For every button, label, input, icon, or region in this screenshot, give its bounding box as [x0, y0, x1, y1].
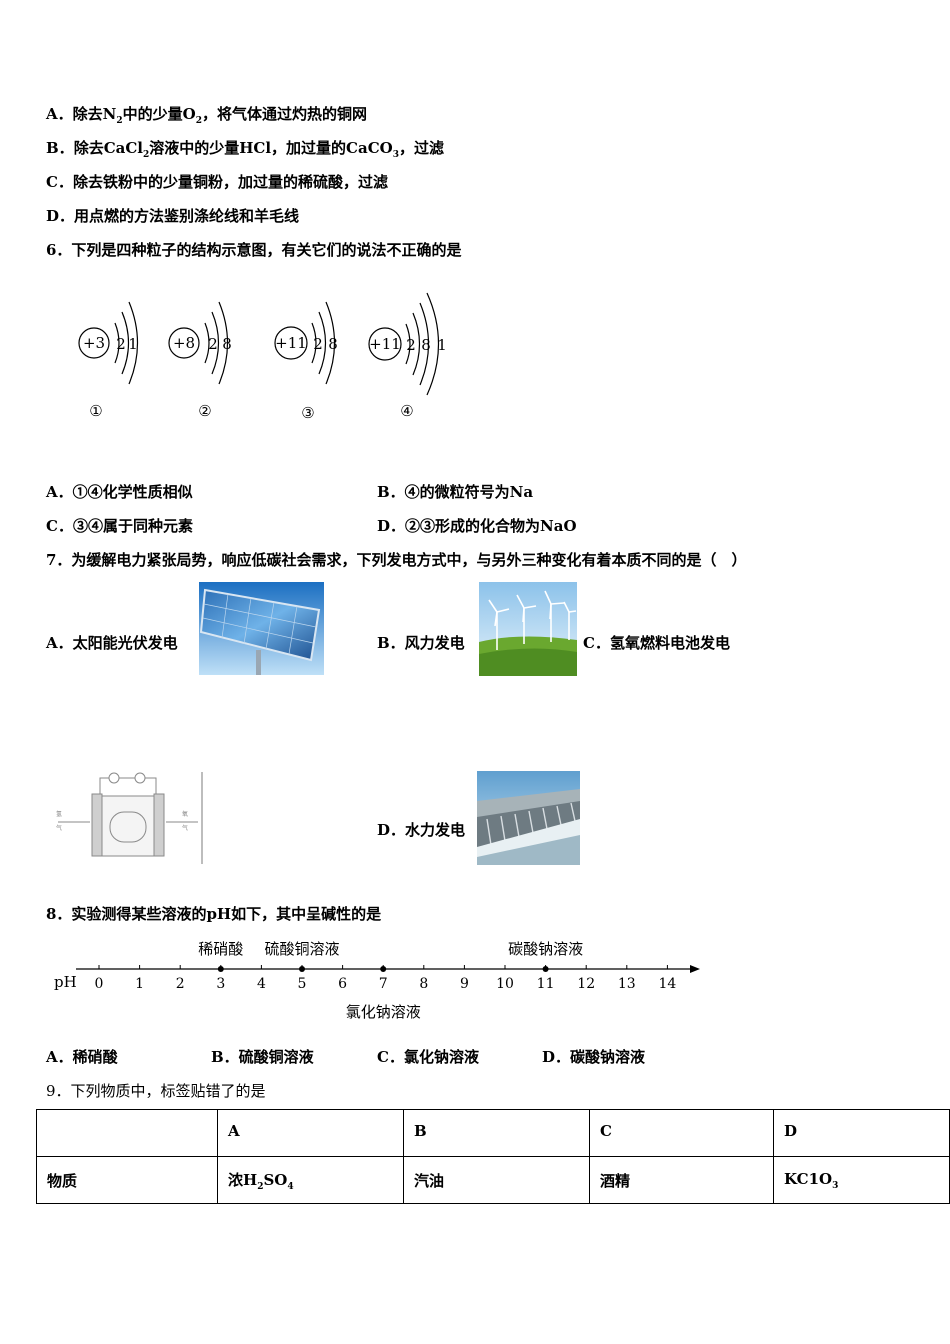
tick-label: 4: [257, 976, 266, 992]
q8-option-c: C．氯化钠溶液: [377, 1048, 479, 1066]
q9-stem: 9．下列物质中，标签贴错了的是: [46, 1082, 266, 1100]
q5-option-b: B．除去CaCl2溶液中的少量HCl，加过量的CaCO3，过滤: [46, 139, 445, 160]
nucleus-charge-4: +11: [369, 335, 401, 353]
tick-label: 7: [379, 976, 388, 992]
q6-option-c: C．③④属于同种元素: [46, 517, 193, 535]
ph-point-marker: [299, 966, 305, 972]
particle-label-1: ①: [89, 402, 102, 420]
axis-arrow: [690, 965, 700, 973]
table-header-cell: [36, 1109, 218, 1157]
q7-option-b: B．风力发电: [377, 634, 465, 652]
electron-count: 2: [208, 335, 218, 353]
ph-point-label: 稀硝酸: [198, 940, 243, 958]
tick-label: 1: [135, 976, 144, 992]
q5-option-c: C．除去铁粉中的少量铜粉，加过量的稀硫酸，过滤: [46, 173, 388, 191]
tick-label: 3: [216, 976, 225, 992]
nucleus-charge-2: +8: [173, 334, 195, 352]
electron-count: 1: [128, 335, 138, 353]
substance-cell: KC1O3: [773, 1156, 950, 1204]
q7-option-d: D．水力发电: [377, 821, 466, 839]
row-label-cell: 物质: [36, 1156, 218, 1204]
ph-point-marker: [380, 966, 387, 972]
q8-option-b: B．硫酸铜溶液: [211, 1048, 314, 1066]
nucleus-circle-4: [368, 327, 402, 361]
electron-count: 8: [421, 336, 431, 354]
electron-count: 8: [328, 335, 338, 353]
q8-stem: 8．实验测得某些溶液的pH如下，其中呈碱性的是: [46, 905, 382, 923]
particle-label-4: ④: [400, 402, 413, 420]
q9-label-table: A B C D 物质 浓H2SO4 汽油 酒精 KC1O3: [36, 1109, 950, 1204]
nucleus-circle-3: [274, 326, 308, 360]
tick-label: 13: [618, 976, 636, 992]
fuel-cell-diagram-image: 氢气 氧气: [56, 772, 203, 864]
table-header-cell: D: [773, 1109, 950, 1157]
svg-text:气: 气: [182, 824, 188, 832]
ph-point-marker: [217, 966, 224, 972]
q7-option-a: A．太阳能光伏发电: [46, 634, 178, 652]
q5-option-a: A．除去N2中的少量O2，将气体通过灼热的铜网: [46, 105, 367, 126]
hydropower-dam-image: [477, 771, 580, 865]
ph-point-label: 碳酸钠溶液: [508, 940, 583, 958]
tick-label: 0: [95, 976, 104, 992]
ph-point-marker: [542, 966, 549, 972]
table-header-row: A B C D: [36, 1109, 950, 1157]
table-header-cell: B: [403, 1109, 590, 1157]
tick-label: 12: [577, 976, 595, 992]
tick-label: 9: [460, 976, 469, 992]
particle-label-3: ③: [301, 404, 314, 422]
q8-option-a: A．稀硝酸: [46, 1048, 118, 1066]
nucleus-charge-3: +11: [275, 334, 307, 352]
particle-label-2: ②: [198, 402, 211, 420]
q8-option-d: D．碳酸钠溶液: [542, 1048, 646, 1066]
svg-text:气: 气: [56, 824, 62, 832]
nucleus-circle-2: [168, 327, 200, 359]
substance-cell: 酒精: [589, 1156, 774, 1204]
q6-option-d: D．②③形成的化合物为NaO: [377, 517, 577, 535]
tick-label: 14: [658, 976, 676, 992]
tick-label: 2: [176, 976, 185, 992]
tick-label: 11: [537, 976, 555, 992]
svg-text:氧: 氧: [182, 810, 188, 818]
tick-label: 10: [496, 976, 514, 992]
tick-label: 8: [419, 976, 428, 992]
substance-cell: 浓H2SO4: [217, 1156, 404, 1204]
svg-text:氢: 氢: [56, 810, 62, 818]
electron-count: 1: [437, 336, 447, 354]
nucleus-charge-1: +3: [83, 334, 105, 352]
nucleus-circle-1: [78, 327, 110, 359]
table-row: 物质 浓H2SO4 汽油 酒精 KC1O3: [36, 1156, 950, 1204]
electron-count: 2: [313, 335, 323, 353]
tick-label: 5: [298, 976, 307, 992]
atom-structure-diagrams: +3 2 1 ① +8 2 8 ② +11 2 8 ③ +11 2 8 1 ④: [78, 292, 447, 422]
ph-point-label: 氯化钠溶液: [346, 1003, 421, 1021]
tick-label: 6: [338, 976, 347, 992]
solar-panel-image: [199, 582, 324, 675]
q7-option-c: C．氢氧燃料电池发电: [583, 634, 730, 652]
table-header-cell: A: [217, 1109, 404, 1157]
electron-count: 2: [406, 336, 416, 354]
q6-option-b: B．④的微粒符号为Na: [377, 483, 534, 501]
q6-stem: 6．下列是四种粒子的结构示意图，有关它们的说法不正确的是: [46, 241, 462, 259]
substance-cell: 汽油: [403, 1156, 590, 1204]
electron-count: 8: [222, 335, 232, 353]
wind-turbines-image: [479, 582, 577, 676]
q7-stem: 7．为缓解电力紧张局势，响应低碳社会需求，下列发电方式中，与另外三种变化有着本质…: [46, 551, 747, 569]
table-header-cell: C: [589, 1109, 774, 1157]
q5-option-d: D．用点燃的方法鉴别涤纶线和羊毛线: [46, 207, 300, 225]
electron-count: 2: [116, 335, 126, 353]
ph-axis-label: pH: [54, 973, 77, 991]
ph-point-label: 硫酸铜溶液: [264, 940, 339, 958]
q6-option-a: A．①④化学性质相似: [46, 483, 193, 501]
